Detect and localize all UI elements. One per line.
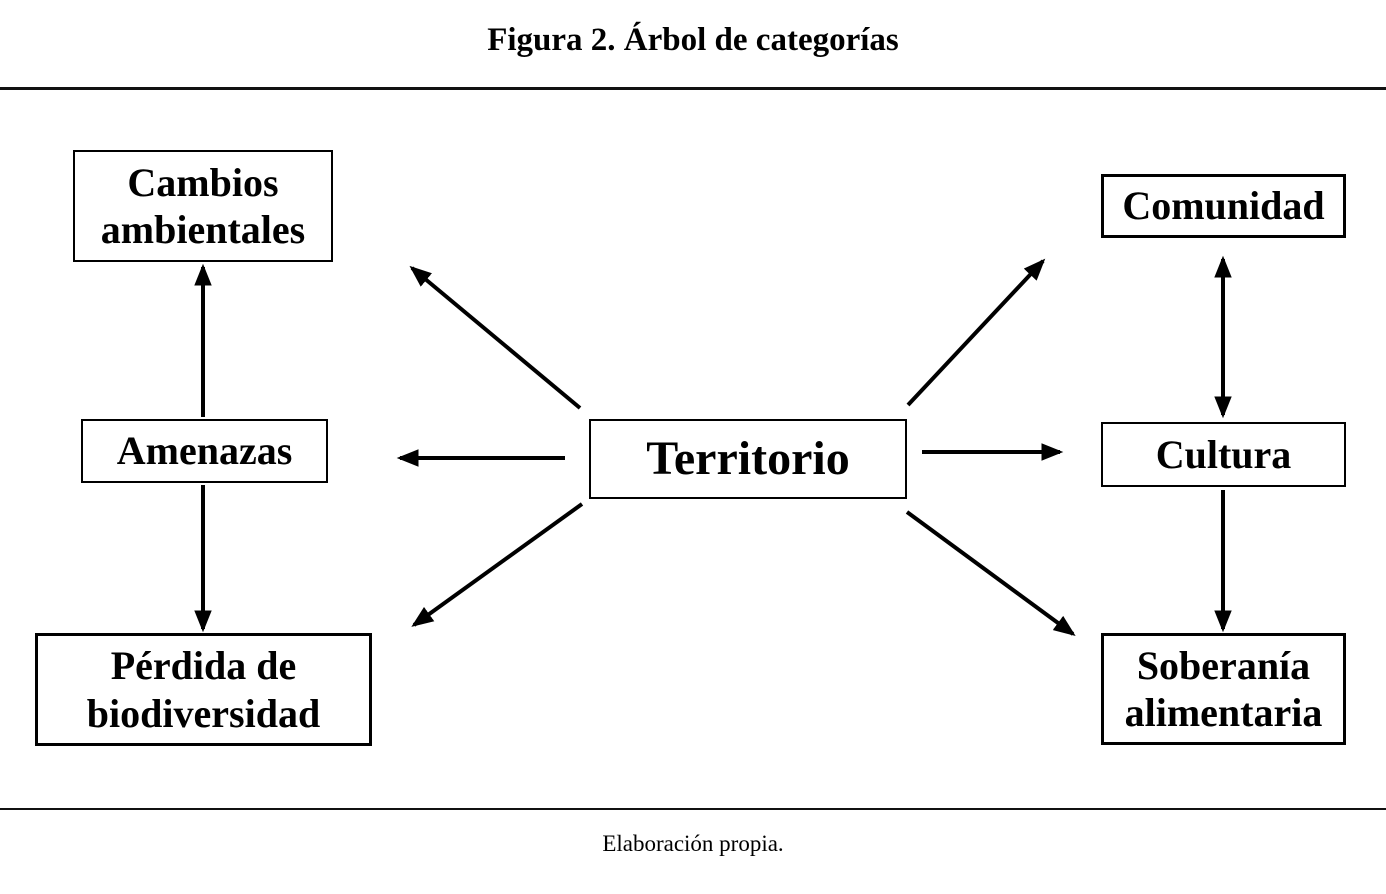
node-perdida-de-biodiversidad: Pérdida de biodiversidad (35, 633, 372, 746)
figure-caption: Elaboración propia. (602, 831, 784, 856)
node-cultura: Cultura (1101, 422, 1346, 487)
arrow-territorio-to-soberania (905, 510, 1076, 636)
bottom-divider (0, 808, 1386, 810)
node-amenazas: Amenazas (81, 419, 328, 483)
node-soberania-alimentaria: Soberanía alimentaria (1101, 633, 1346, 745)
figure-title: Figura 2. Árbol de categorías (487, 22, 899, 58)
arrow-territorio-to-comunidad (906, 258, 1046, 407)
top-divider (0, 87, 1386, 90)
node-cambios-ambientales: Cambios ambientales (73, 150, 333, 262)
arrow-territorio-to-perdida (411, 502, 584, 627)
node-comunidad: Comunidad (1101, 174, 1346, 238)
arrow-territorio-to-cambios (409, 265, 582, 410)
node-territorio: Territorio (589, 419, 907, 499)
